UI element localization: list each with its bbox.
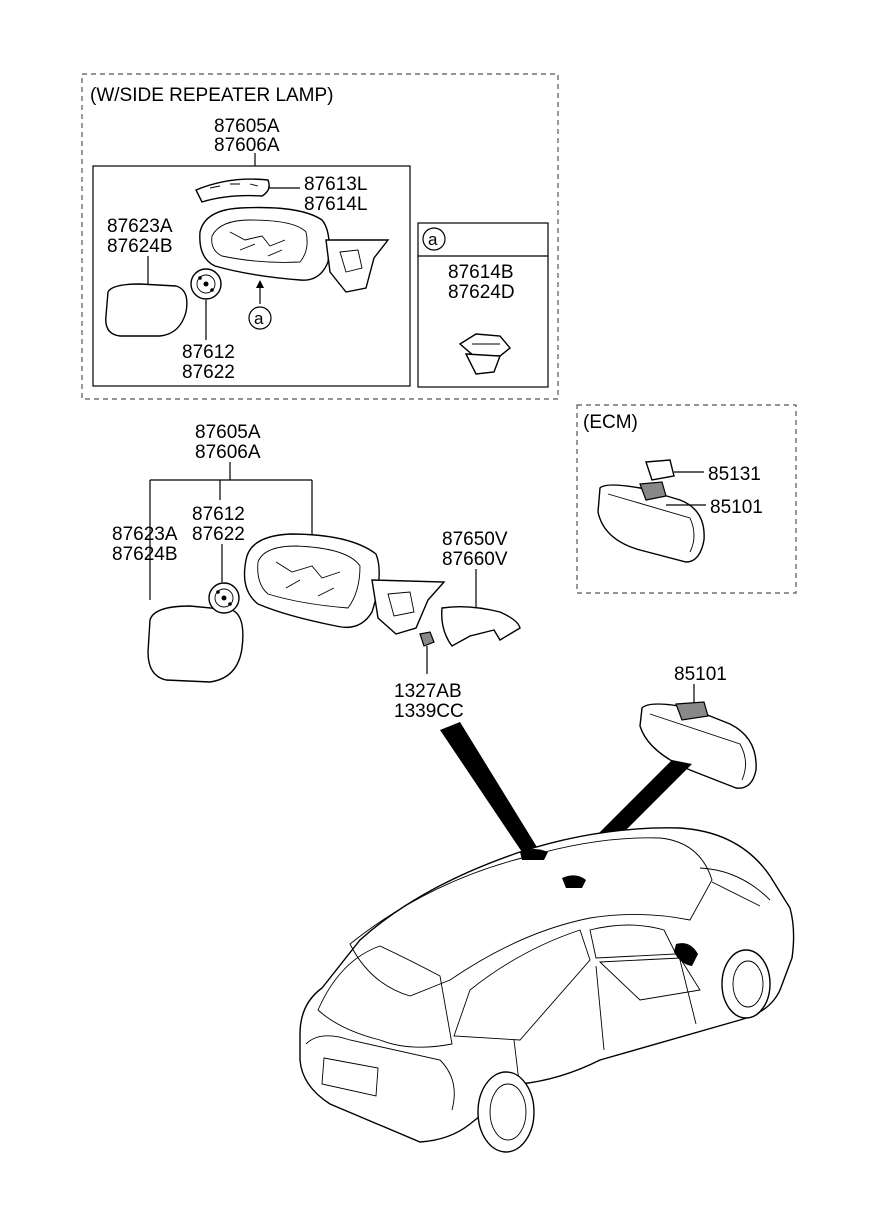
ecm-cover-part bbox=[645, 459, 675, 481]
repeater-actuator-label-2: 87622 bbox=[182, 362, 235, 383]
repeater-section-border bbox=[81, 73, 559, 400]
ecm-section-title: (ECM) bbox=[583, 412, 638, 433]
outside-mirror-pointer bbox=[440, 722, 540, 858]
ecm-part-1-label: 85131 bbox=[708, 464, 761, 485]
car-outside-mirror-spot bbox=[520, 849, 548, 860]
car-side-mirror bbox=[674, 943, 698, 966]
repeater-section-title: (W/SIDE REPEATER LAMP) bbox=[90, 85, 334, 106]
car-illustration bbox=[299, 827, 795, 1153]
repeater-cover-label-2: 87614L bbox=[304, 194, 367, 215]
main-cover-label-2: 87660V bbox=[442, 549, 508, 570]
repeater-actuator bbox=[190, 268, 222, 300]
repeater-cover-label-1: 87613L bbox=[304, 174, 367, 195]
front-wheel bbox=[721, 949, 771, 1019]
repeater-ref-circle bbox=[248, 306, 272, 330]
detail-a-box: a 87614B 87624D bbox=[417, 222, 549, 388]
ecm-section: (ECM) 85131 85101 bbox=[576, 404, 797, 594]
ecm-inside-mirror bbox=[597, 481, 705, 563]
main-inside-mirror-label: 85101 bbox=[674, 664, 727, 685]
repeater-lamp-section: (W/SIDE REPEATER LAMP) 87605A 87606A 876… bbox=[81, 73, 559, 400]
main-assy-bracket bbox=[149, 462, 313, 600]
main-inside-mirror bbox=[639, 701, 757, 789]
repeater-ref-marker: a bbox=[254, 309, 264, 328]
main-mounting-nut bbox=[419, 631, 435, 647]
main-mirror-assembly: 87605A 87606A 87612 87622 87623A 87624B … bbox=[112, 422, 757, 789]
main-actuator-label-1: 87612 bbox=[192, 504, 245, 525]
main-mirror-glass bbox=[147, 605, 244, 683]
detail-a-label-1: 87614B bbox=[448, 262, 514, 283]
main-nut-label-1: 1327AB bbox=[394, 681, 462, 702]
repeater-lamp-part bbox=[458, 333, 511, 375]
repeater-arrow-head bbox=[256, 280, 264, 288]
ecm-part-2-label: 85101 bbox=[710, 497, 763, 518]
detail-a-label-2: 87624D bbox=[448, 282, 515, 303]
detail-a-circle bbox=[422, 227, 446, 251]
repeater-assy-label-2: 87606A bbox=[214, 135, 280, 156]
rear-wheel bbox=[477, 1071, 535, 1153]
repeater-assy-frame bbox=[92, 165, 411, 387]
repeater-glass-label-2: 87624B bbox=[107, 236, 173, 257]
main-glass-label-1: 87623A bbox=[112, 524, 178, 545]
repeater-glass-label-1: 87623A bbox=[107, 216, 173, 237]
car-inside-mirror-spot bbox=[562, 875, 586, 888]
ecm-section-border bbox=[576, 404, 797, 594]
repeater-assy-label-1: 87605A bbox=[214, 116, 280, 137]
main-glass-label-2: 87624B bbox=[112, 544, 178, 565]
main-actuator bbox=[208, 582, 240, 614]
main-scalp-cover bbox=[441, 605, 521, 647]
main-actuator-label-2: 87622 bbox=[192, 524, 245, 545]
main-assy-label-1: 87605A bbox=[195, 422, 261, 443]
main-nut-label-2: 1339CC bbox=[394, 701, 464, 722]
main-cover-label-1: 87650V bbox=[442, 529, 508, 550]
detail-a-marker: a bbox=[428, 230, 438, 249]
repeater-mirror-housing bbox=[199, 206, 390, 293]
main-assy-label-2: 87606A bbox=[195, 442, 261, 463]
repeater-cover-part bbox=[195, 178, 270, 203]
repeater-actuator-label-1: 87612 bbox=[182, 342, 235, 363]
main-mirror-housing bbox=[243, 533, 446, 635]
repeater-mirror-glass bbox=[105, 283, 188, 337]
